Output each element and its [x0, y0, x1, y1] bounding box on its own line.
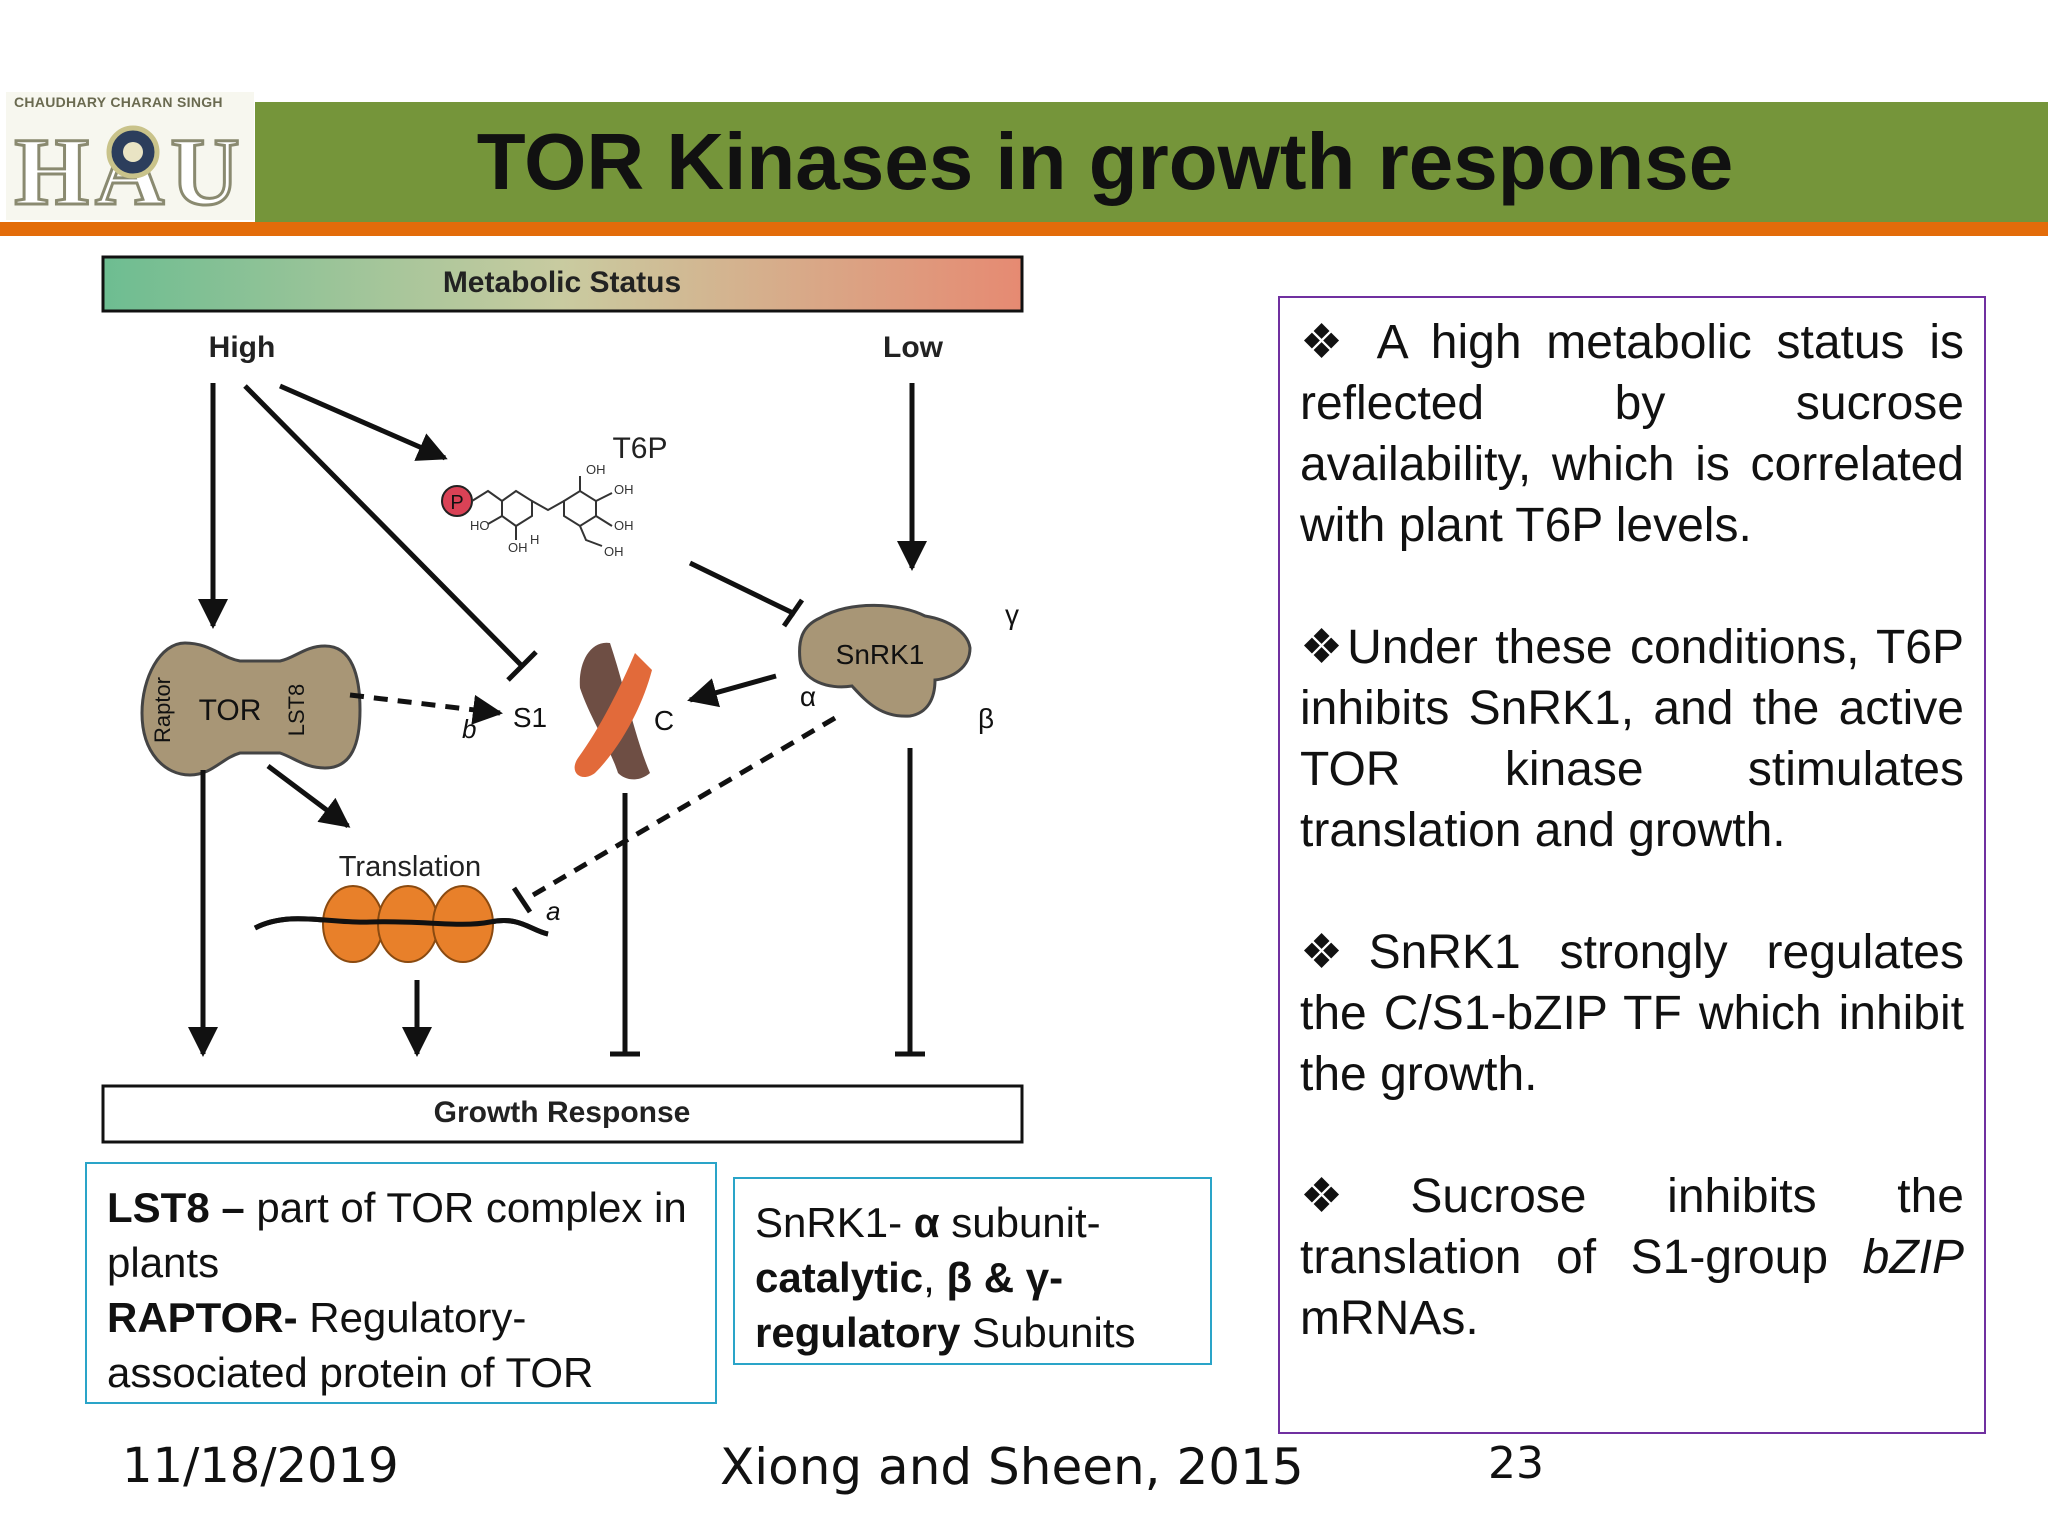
- snrk-beta-gamma: β & γ-: [946, 1254, 1064, 1301]
- gamma-label: γ: [1005, 599, 1019, 630]
- snrk-text-1: SnRK1-: [755, 1199, 914, 1246]
- bullet-icon: ❖: [1300, 926, 1369, 979]
- explanation-para-4: ❖Sucrose inhibits the translation of S1-…: [1300, 1166, 1964, 1349]
- slide-title: TOR Kinases in growth response: [476, 117, 1734, 206]
- tor-complex: [140, 641, 362, 777]
- para-4-text-a: Sucrose inhibits the translation of S1-g…: [1300, 1170, 1964, 1284]
- para-2-text: Under these conditions, T6P inhibits SnR…: [1300, 621, 1964, 857]
- label-b: b: [462, 714, 476, 744]
- logo-caption: CHAUDHARY CHARAN SINGH: [14, 94, 223, 110]
- bullet-icon: ❖: [1300, 316, 1355, 369]
- para-1-text: A high metabolic status is reflected by …: [1300, 316, 1965, 552]
- raptor-label: Raptor: [150, 677, 175, 743]
- metabolic-status-label: Metabolic Status: [443, 266, 681, 299]
- lst8-label: LST8: [284, 684, 309, 737]
- bzip-s1-protein: [574, 653, 652, 778]
- t6p-structure: [471, 476, 613, 547]
- growth-response-label: Growth Response: [434, 1096, 691, 1129]
- snrk-alpha: α: [913, 1199, 940, 1246]
- chem-label-oh3: OH: [614, 518, 634, 533]
- inhibit-high-to-s1: [243, 384, 524, 668]
- inhibit-t6p-to-snrk1: [688, 560, 797, 617]
- chem-label-oh5: OH: [508, 540, 528, 555]
- snrk1-label: SnRK1: [836, 639, 925, 670]
- s1-label: S1: [513, 702, 547, 733]
- raptor-text: Regulatory-associated protein of TOR: [107, 1294, 594, 1396]
- arrow-snrk1-to-c: [687, 673, 777, 708]
- lst8-text: part of TOR complex in plants: [107, 1184, 687, 1286]
- chem-label-oh1: OH: [586, 462, 606, 477]
- raptor-term: RAPTOR-: [107, 1294, 298, 1341]
- snrk1-complex: [798, 603, 972, 718]
- lst8-raptor-definition-box: LST8 – part of TOR complex in plants RAP…: [85, 1162, 717, 1404]
- dashed-inhibit-snrk1-to-translation: [526, 715, 837, 901]
- dashed-arrow-tor-to-s1: [349, 692, 503, 725]
- header-underline: [0, 222, 2048, 236]
- explanation-para-1: ❖ A high metabolic status is reflected b…: [1300, 312, 1964, 556]
- snrk-catalytic: catalytic: [755, 1254, 924, 1301]
- snrk-regulatory: regulatory: [755, 1309, 961, 1356]
- snrk-text-2: subunit-: [939, 1199, 1101, 1246]
- tor-label: TOR: [199, 694, 262, 727]
- arrow-tor-to-translation: [266, 764, 351, 828]
- label-a: a: [546, 896, 560, 926]
- para-3-text: SnRK1 strongly regulates the C/S1-bZIP T…: [1300, 926, 1964, 1101]
- lst8-term: LST8 –: [107, 1184, 245, 1231]
- slide-citation: Xiong and Sheen, 2015: [720, 1438, 1304, 1496]
- slide-date: 11/18/2019: [122, 1438, 399, 1494]
- beta-label: β: [978, 703, 994, 734]
- para-4-text-b: mRNAs.: [1300, 1292, 1479, 1345]
- metabolic-status-bar: [101, 255, 1024, 313]
- high-label: High: [209, 331, 276, 364]
- snrk1-subunit-box: SnRK1- α subunit-catalytic, β & γ-regula…: [733, 1177, 1212, 1365]
- chem-label-h: H: [530, 532, 539, 547]
- slide-number: 23: [1488, 1438, 1544, 1489]
- translation-label: Translation: [339, 851, 481, 883]
- explanation-para-3: ❖SnRK1 strongly regulates the C/S1-bZIP …: [1300, 922, 1964, 1105]
- header-bar: [255, 102, 2048, 222]
- ribosomes: [322, 885, 494, 963]
- bullet-icon: ❖: [1300, 1170, 1411, 1223]
- growth-response-bar: [101, 1084, 1024, 1144]
- arrow-high-to-t6p: [279, 383, 448, 461]
- alpha-label: α: [800, 681, 816, 712]
- snrk-subunits: Subunits: [960, 1309, 1136, 1356]
- snrk-comma: ,: [923, 1254, 947, 1301]
- hau-logo: HAU: [6, 92, 254, 220]
- t6p-label: T6P: [612, 432, 667, 465]
- bullet-icon: ❖: [1300, 621, 1348, 674]
- raptor-definition: RAPTOR- Regulatory-associated protein of…: [107, 1290, 695, 1400]
- explanation-para-2: ❖Under these conditions, T6P inhibits Sn…: [1300, 617, 1964, 861]
- lst8-definition: LST8 – part of TOR complex in plants: [107, 1180, 695, 1290]
- para-4-italic: bZIP: [1862, 1231, 1964, 1284]
- chem-label-oh2: OH: [614, 482, 634, 497]
- chem-label-ho: HO: [470, 518, 490, 533]
- tor-pathway-diagram: Metabolic Status High Low T6P P OH OH OH…: [101, 255, 1024, 1144]
- phosphate-label: P: [450, 492, 463, 514]
- low-label: Low: [883, 331, 944, 364]
- c-label: C: [654, 705, 674, 736]
- chem-label-oh4: OH: [604, 544, 624, 559]
- explanation-box: ❖ A high metabolic status is reflected b…: [1278, 296, 1986, 1434]
